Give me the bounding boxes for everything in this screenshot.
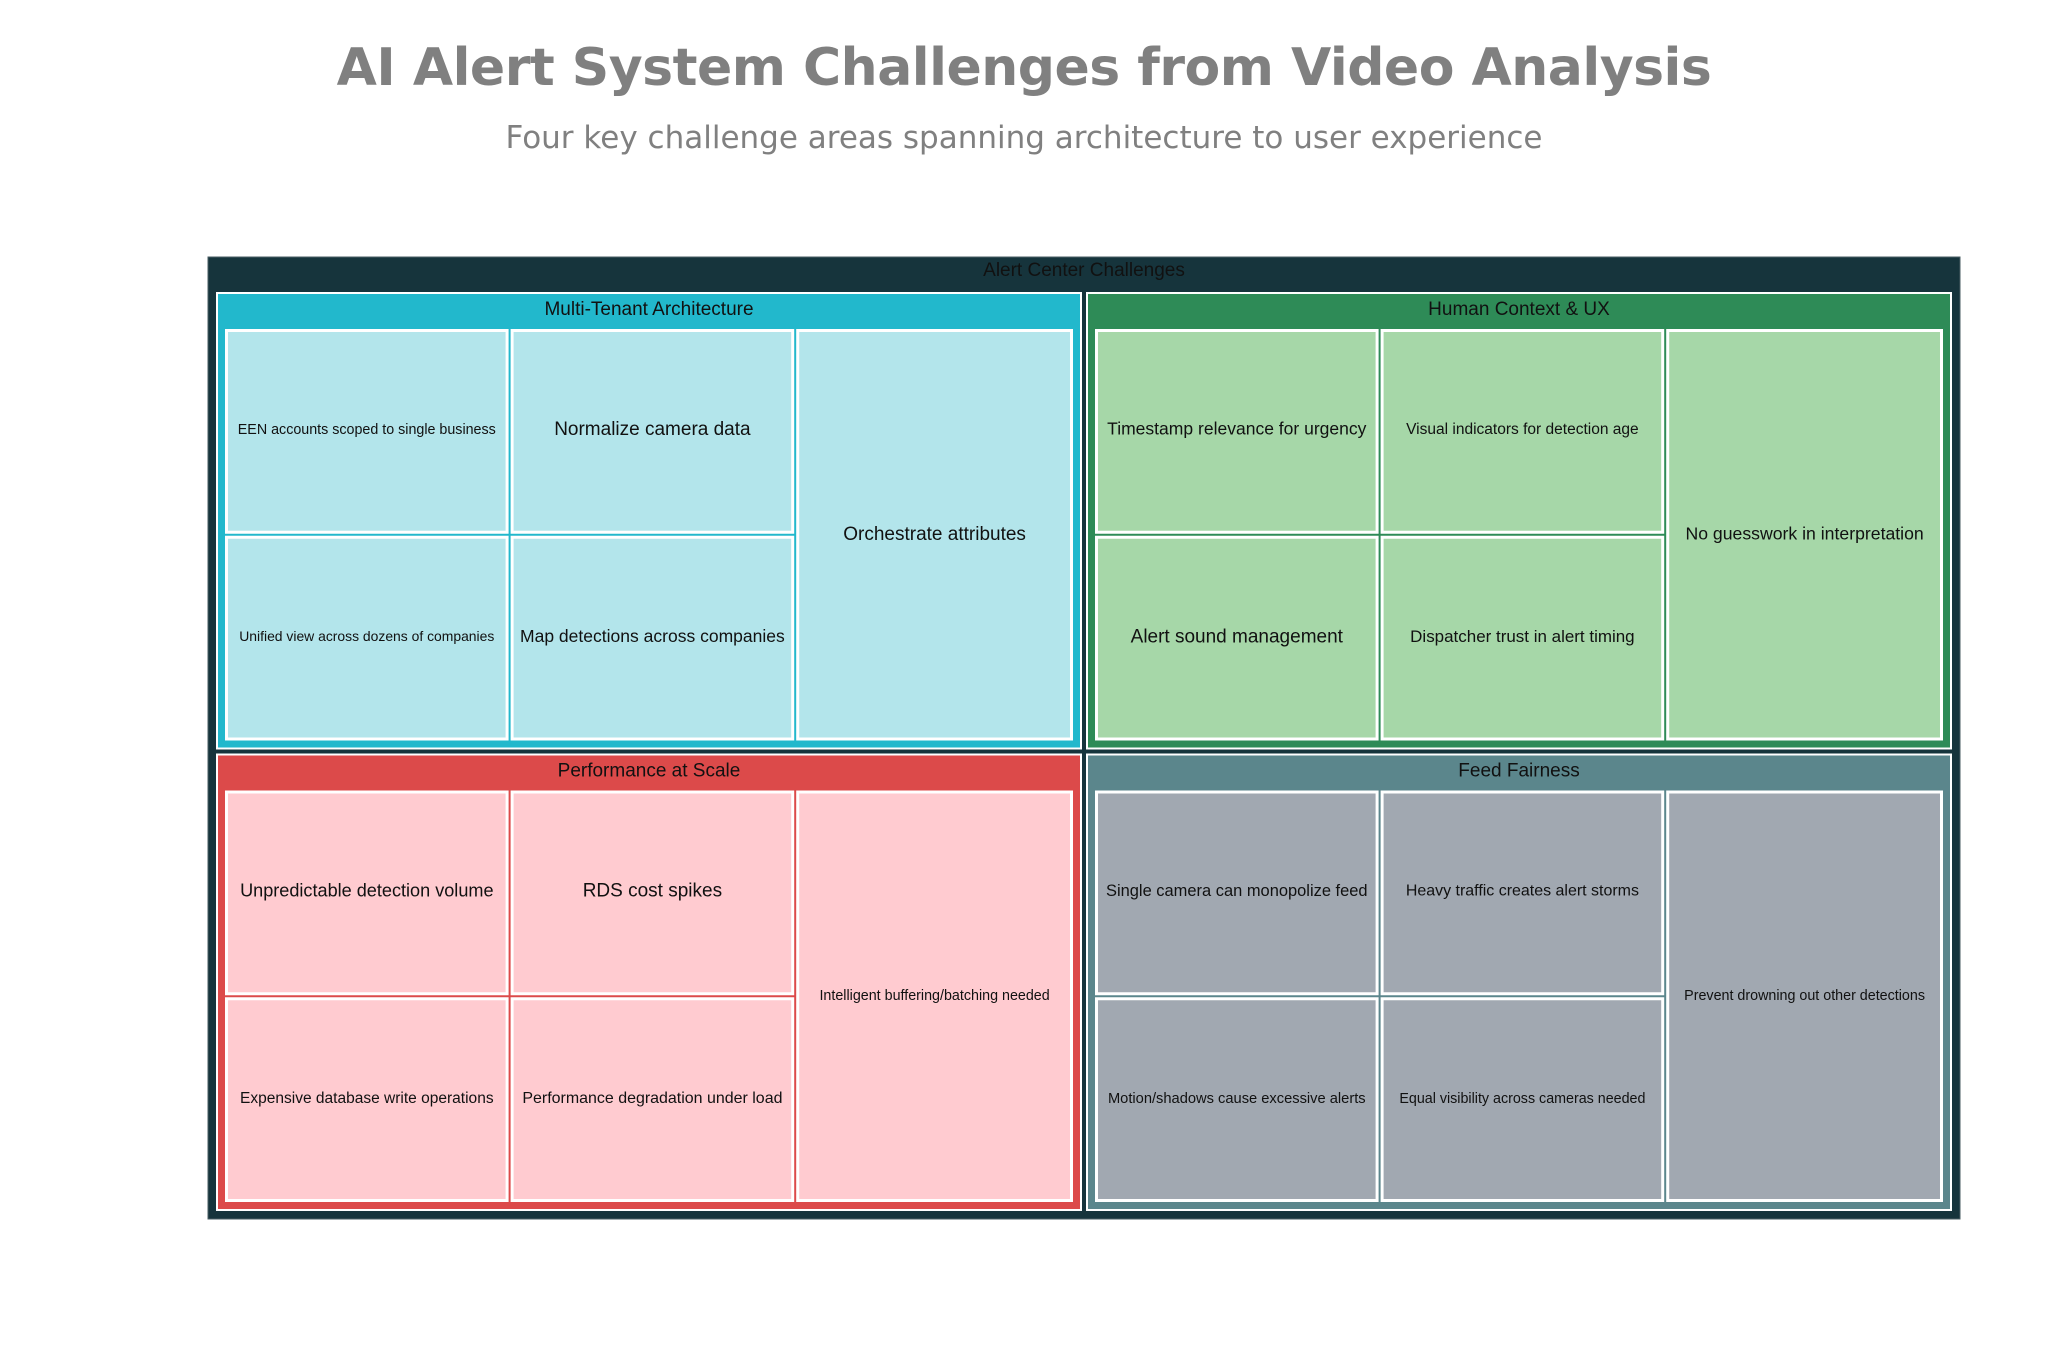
leaf-een-accounts-scoped-to-single-business-label: EEN accounts scoped to single business xyxy=(238,422,496,438)
leaf-dispatcher-trust-in-alert-timing-label: Dispatcher trust in alert timing xyxy=(1410,627,1634,646)
leaf-map-detections-across-companies[interactable] xyxy=(513,538,792,738)
leaf-equal-visibility-across-cameras-needed[interactable] xyxy=(1383,1000,1662,1199)
leaf-orchestrate-attributes[interactable] xyxy=(799,332,1070,738)
leaf-unified-view-across-dozens-of-companies-label: Unified view across dozens of companies xyxy=(239,628,494,644)
category-label-feed-fairness: Feed Fairness xyxy=(1458,761,1579,782)
category-label-performance-at-scale: Performance at Scale xyxy=(558,761,741,782)
root-label: Alert Center Challenges xyxy=(983,260,1185,281)
leaf-rds-cost-spikes[interactable] xyxy=(513,793,792,993)
leaf-een-accounts-scoped-to-single-business[interactable] xyxy=(228,332,506,531)
leaf-rds-cost-spikes-label: RDS cost spikes xyxy=(583,881,722,902)
leaf-alert-sound-management-label: Alert sound management xyxy=(1131,627,1344,648)
leaf-visual-indicators-for-detection-age[interactable] xyxy=(1383,332,1662,531)
leaf-normalize-camera-data[interactable] xyxy=(513,332,792,531)
leaf-no-guesswork-in-interpretation[interactable] xyxy=(1669,332,1940,738)
category-label-multi-tenant-architecture: Multi-Tenant Architecture xyxy=(544,299,753,320)
leaf-unpredictable-detection-volume[interactable] xyxy=(228,793,506,993)
leaf-intelligent-buffering-batching-needed-label: Intelligent buffering/batching needed xyxy=(819,988,1049,1004)
leaf-timestamp-relevance-for-urgency-label: Timestamp relevance for urgency xyxy=(1107,419,1367,439)
leaf-performance-degradation-under-load[interactable] xyxy=(513,1000,792,1199)
leaf-heavy-traffic-creates-alert-storms[interactable] xyxy=(1383,793,1662,993)
leaf-timestamp-relevance-for-urgency[interactable] xyxy=(1098,332,1376,531)
leaf-unified-view-across-dozens-of-companies[interactable] xyxy=(228,538,506,738)
leaf-motion-shadows-cause-excessive-alerts[interactable] xyxy=(1098,1000,1376,1199)
leaf-prevent-drowning-out-other-detections[interactable] xyxy=(1669,793,1940,1200)
leaf-orchestrate-attributes-label: Orchestrate attributes xyxy=(843,524,1026,545)
leaf-motion-shadows-cause-excessive-alerts-label: Motion/shadows cause excessive alerts xyxy=(1108,1091,1366,1107)
leaf-single-camera-can-monopolize-feed-label: Single camera can monopolize feed xyxy=(1106,882,1368,900)
category-label-human-context-ux: Human Context & UX xyxy=(1428,299,1610,320)
leaf-expensive-database-write-operations-label: Expensive database write operations xyxy=(240,1090,494,1107)
chart-title: AI Alert System Challenges from Video An… xyxy=(336,38,1712,98)
leaf-expensive-database-write-operations[interactable] xyxy=(228,1000,506,1199)
leaf-intelligent-buffering-batching-needed[interactable] xyxy=(799,793,1070,1200)
leaf-single-camera-can-monopolize-feed[interactable] xyxy=(1098,793,1376,993)
leaf-alert-sound-management[interactable] xyxy=(1098,538,1376,738)
leaf-equal-visibility-across-cameras-needed-label: Equal visibility across cameras needed xyxy=(1399,1091,1645,1107)
leaf-dispatcher-trust-in-alert-timing[interactable] xyxy=(1383,538,1662,738)
leaf-heavy-traffic-creates-alert-storms-label: Heavy traffic creates alert storms xyxy=(1406,883,1639,900)
leaf-map-detections-across-companies-label: Map detections across companies xyxy=(520,626,785,646)
leaf-performance-degradation-under-load-label: Performance degradation under load xyxy=(522,1090,782,1107)
leaf-prevent-drowning-out-other-detections-label: Prevent drowning out other detections xyxy=(1684,988,1925,1004)
leaf-no-guesswork-in-interpretation-label: No guesswork in interpretation xyxy=(1685,523,1923,543)
leaf-visual-indicators-for-detection-age-label: Visual indicators for detection age xyxy=(1406,421,1639,438)
leaf-normalize-camera-data-label: Normalize camera data xyxy=(554,419,751,440)
leaf-unpredictable-detection-volume-label: Unpredictable detection volume xyxy=(240,880,493,900)
chart-subtitle: Four key challenge areas spanning archit… xyxy=(505,120,1543,156)
